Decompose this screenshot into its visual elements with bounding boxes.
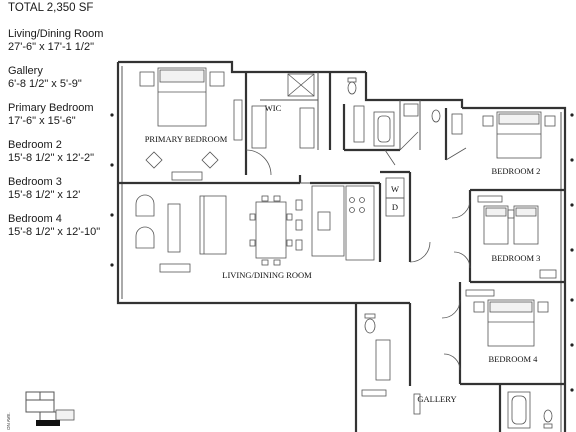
legend-item-bedroom-3: Bedroom 3 15'-8 1/2" x 12': [8, 176, 123, 202]
exterior-walls: [116, 60, 567, 432]
legend-room-dimensions: 17'-6" x 15'-6": [8, 115, 76, 127]
legend-item-living-dining: Living/Dining Room 27'-6" x 17'-1 1/2": [8, 28, 123, 54]
bedroom-2-label: BEDROOM 2: [492, 166, 541, 176]
legend-room-dimensions: 15'-8 1/2" x 12'-2": [8, 152, 95, 164]
bedroom-4-furniture: [465, 289, 549, 347]
primary-bedroom-furniture: [139, 67, 243, 181]
door-swings: [245, 131, 471, 371]
living-dining-label: LIVING/DINING ROOM: [222, 270, 312, 280]
living-dining-furniture: [135, 185, 375, 273]
bedroom-4-bath-fixtures: [507, 391, 553, 429]
bedroom-2-furniture: [451, 111, 556, 159]
legend-room-dimensions: 15'-8 1/2" x 12'-10": [8, 226, 101, 238]
legend-room-dimensions: 15'-8 1/2" x 12': [8, 189, 81, 201]
legend-room-name: Bedroom 4: [8, 213, 62, 225]
legend-room-name: Living/Dining Room: [8, 28, 104, 40]
legend-room-name: Gallery: [8, 65, 43, 77]
legend-item-bedroom-2: Bedroom 2 15'-8 1/2" x 12'-2": [8, 139, 123, 165]
bedroom-4-label: BEDROOM 4: [489, 354, 539, 364]
wic-label: WIC: [265, 103, 282, 113]
legend-room-name: Primary Bedroom: [8, 102, 94, 114]
dryer-label: D: [392, 202, 398, 212]
street-label: ON AVE.: [6, 412, 11, 430]
key-plan: ON AVE.: [6, 391, 75, 430]
legend-room-name: Bedroom 3: [8, 176, 62, 188]
legend-item-bedroom-4: Bedroom 4 15'-8 1/2" x 12'-10": [8, 213, 123, 239]
interior-walls: [118, 72, 565, 432]
exterior-window-markers: [110, 113, 574, 392]
legend-room-dimensions: 6'-8 1/2" x 5'-9": [8, 78, 82, 90]
legend-room-name: Bedroom 2: [8, 139, 62, 151]
legend-room-dimensions: 27'-6" x 17'-1 1/2": [8, 41, 95, 53]
laundry: [385, 177, 405, 217]
room-labels: PRIMARY BEDROOM WIC BEDROOM 2 BEDROOM 3 …: [145, 103, 541, 404]
bedroom-3-furniture: [477, 195, 557, 279]
legend-item-primary-bedroom: Primary Bedroom 17'-6" x 15'-6": [8, 102, 123, 128]
primary-bath-fixtures: [251, 73, 441, 149]
powder-room-fixtures: [361, 313, 421, 415]
bedroom-3-label: BEDROOM 3: [492, 253, 541, 263]
gallery-label: GALLERY: [417, 394, 456, 404]
room-legend: TOTAL 2,350 SF Living/Dining Room 27'-6"…: [8, 2, 123, 250]
washer-label: W: [391, 184, 399, 194]
legend-item-gallery: Gallery 6'-8 1/2" x 5'-9": [8, 65, 123, 91]
total-square-footage: TOTAL 2,350 SF: [8, 2, 94, 14]
primary-bedroom-label: PRIMARY BEDROOM: [145, 134, 228, 144]
